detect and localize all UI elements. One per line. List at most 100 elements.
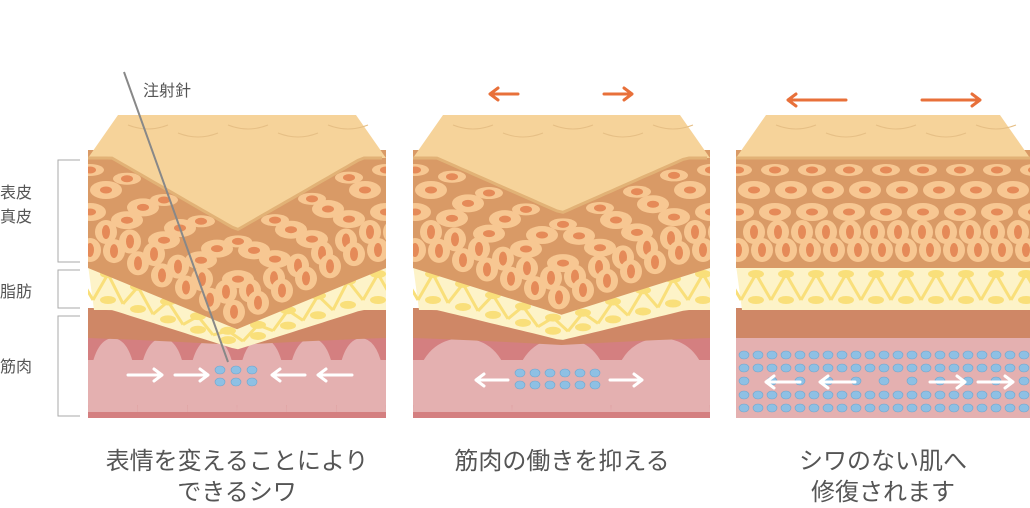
cell-nucleus xyxy=(806,166,818,174)
skin-stretch-arrow-left xyxy=(786,92,848,108)
fat-cell xyxy=(635,307,651,316)
cell-nucleus xyxy=(684,186,696,194)
caption-line: できるシワ xyxy=(177,478,297,506)
cell-nucleus xyxy=(366,225,374,239)
injected-dot xyxy=(906,376,918,386)
skin-texture xyxy=(452,124,494,130)
fat-cell xyxy=(515,318,531,327)
injected-dot xyxy=(906,403,918,413)
injected-dot xyxy=(920,390,932,400)
fat-lattice xyxy=(844,273,878,301)
injected-dot xyxy=(794,390,806,400)
cell-nucleus xyxy=(846,225,854,239)
cell-nucleus xyxy=(398,243,406,257)
cell-nucleus xyxy=(950,243,958,257)
fat-cell xyxy=(778,296,794,304)
fat-cell xyxy=(310,311,326,320)
injected-dot xyxy=(766,390,778,400)
cell-nucleus xyxy=(970,186,982,194)
cell-nucleus xyxy=(675,245,683,260)
fat-cell xyxy=(838,296,854,304)
injected-dot xyxy=(906,390,918,400)
skin-cell xyxy=(695,203,710,221)
fat-cell xyxy=(898,296,914,304)
skin-surface-edge xyxy=(413,156,707,214)
fat-lattice xyxy=(784,273,818,301)
injected-dot xyxy=(514,380,526,390)
cell-nucleus xyxy=(158,268,166,283)
injected-dot xyxy=(892,350,904,360)
cell-nucleus xyxy=(750,225,758,239)
cell-nucleus xyxy=(822,225,830,239)
skin-texture xyxy=(652,124,694,130)
fat-lattice xyxy=(346,273,380,301)
cell-nucleus xyxy=(933,186,945,194)
cell-nucleus xyxy=(88,166,96,174)
muscle-outer-layer xyxy=(413,308,710,345)
cell-nucleus xyxy=(1014,225,1022,239)
injected-dot xyxy=(230,377,242,387)
fat-cell xyxy=(928,296,944,304)
fat-cell xyxy=(280,321,296,330)
cell-nucleus xyxy=(285,226,297,234)
injected-dot xyxy=(948,390,960,400)
cell-nucleus xyxy=(413,243,419,257)
cell-nucleus xyxy=(523,261,531,276)
fat-lattice xyxy=(88,273,110,301)
injected-dot xyxy=(836,363,848,373)
injected-dot xyxy=(976,390,988,400)
injected-dot xyxy=(794,403,806,413)
cell-nucleus xyxy=(990,225,998,239)
cell-nucleus xyxy=(380,166,386,174)
caption-panel-3: シワのない肌へ 修復されます xyxy=(718,446,1030,508)
cell-nucleus xyxy=(643,240,651,255)
cell-nucleus xyxy=(880,208,892,216)
cell-nucleus xyxy=(427,225,435,239)
cell-nucleus xyxy=(413,208,421,216)
skin-stretch-arrow-left xyxy=(488,86,520,102)
cell-nucleus xyxy=(769,166,781,174)
cell-nucleus xyxy=(736,243,742,257)
injected-dot xyxy=(766,363,778,373)
fat-cell xyxy=(455,302,471,311)
skin-texture xyxy=(227,124,269,130)
cell-nucleus xyxy=(954,208,966,216)
injected-dot xyxy=(752,403,764,413)
fat-cell xyxy=(575,323,591,332)
injected-dot xyxy=(822,403,834,413)
fat-lattice xyxy=(376,273,386,291)
cell-nucleus xyxy=(483,230,495,238)
cell-nucleus xyxy=(150,247,158,262)
injected-dot xyxy=(836,390,848,400)
injected-dot xyxy=(1004,363,1016,373)
cell-nucleus xyxy=(380,208,386,216)
fat-lattice xyxy=(287,294,320,322)
injected-dot xyxy=(990,403,1002,413)
injected-dot xyxy=(766,403,778,413)
injected-dot xyxy=(962,403,974,413)
fat-lattice xyxy=(1024,273,1030,284)
injected-dot xyxy=(864,403,876,413)
cell-nucleus xyxy=(594,204,606,212)
fat-lattice xyxy=(994,273,1028,301)
injected-dot xyxy=(878,390,890,400)
skin-texture xyxy=(552,124,594,130)
injected-dot xyxy=(529,368,541,378)
cell-nucleus xyxy=(269,255,281,263)
cell-nucleus xyxy=(880,166,892,174)
cell-nucleus xyxy=(413,166,421,174)
fat-cell xyxy=(70,270,86,278)
cell-nucleus xyxy=(158,236,170,244)
cell-nucleus xyxy=(102,225,110,239)
cell-nucleus xyxy=(830,243,838,257)
cell-nucleus xyxy=(507,271,515,286)
cell-nucleus xyxy=(520,245,532,253)
cell-nucleus xyxy=(651,255,659,270)
skin-surface xyxy=(88,115,386,230)
injected-dot xyxy=(752,390,764,400)
cell-nucleus xyxy=(785,186,797,194)
cell-nucleus xyxy=(322,205,334,213)
skin-texture xyxy=(277,132,319,138)
injected-dot xyxy=(934,363,946,373)
injected-dot xyxy=(780,363,792,373)
